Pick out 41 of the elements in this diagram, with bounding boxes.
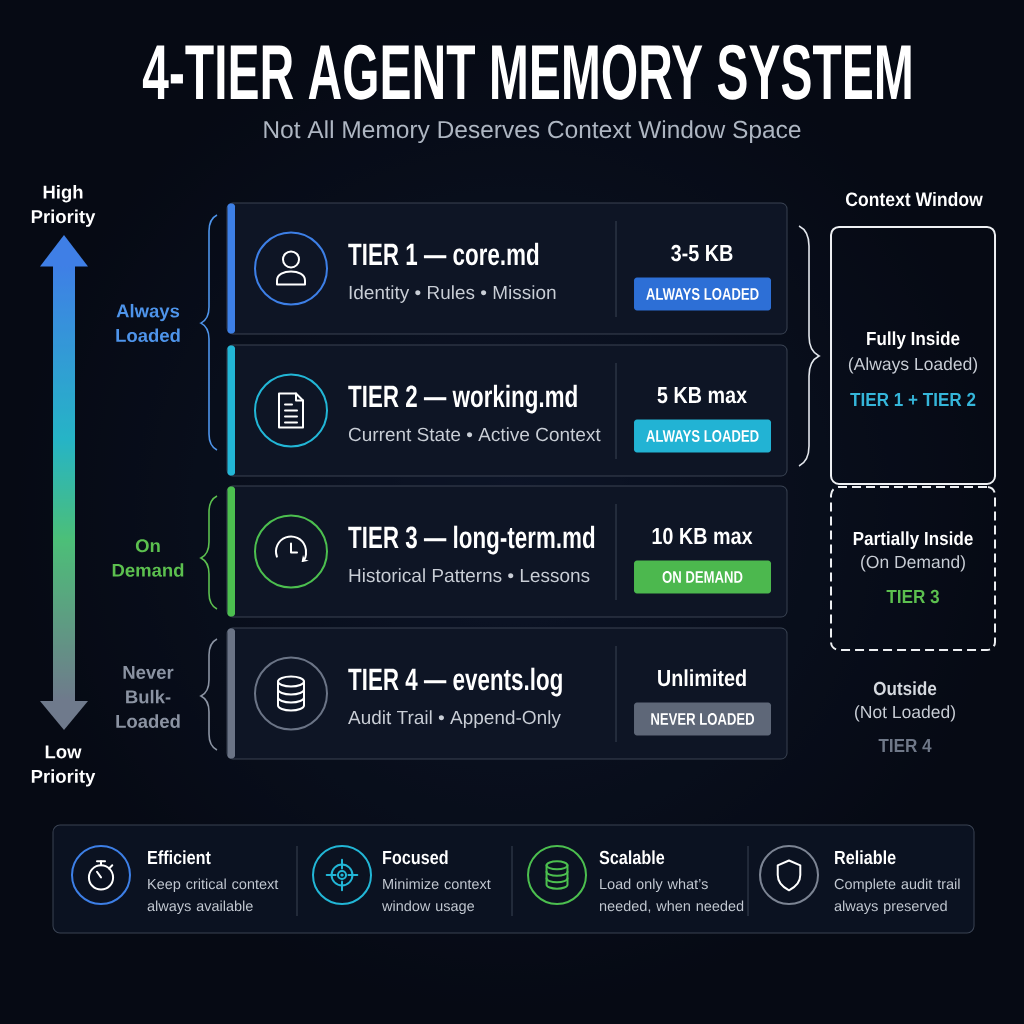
feature-description: Minimize context window usage — [382, 878, 491, 914]
group-label: Never Bulk-Loaded — [116, 666, 180, 728]
feature-title: Efficient — [148, 850, 211, 865]
size-label: Unlimited — [658, 669, 746, 687]
tier-title: TIER 4 — events.log — [348, 667, 562, 697]
box-title: Partially Inside — [853, 531, 973, 549]
tier-title: TIER 3 — long-term.md — [348, 525, 595, 555]
tier-tag: TIER 3 — [886, 589, 939, 604]
group-label: On Demand — [112, 539, 184, 577]
tier-tag: TIER 4 — [878, 739, 932, 752]
feature-description: Load only what’s needed, when needed — [599, 878, 744, 913]
scale-label: Low Priority — [31, 745, 96, 787]
status-badge: ALWAYS LOADED — [634, 419, 771, 453]
size-label: 10 KB max — [652, 527, 753, 545]
status-title: Outside — [873, 681, 937, 696]
size-label: 3-5 KB — [671, 244, 733, 262]
status-badge: ON DEMAND — [634, 560, 771, 594]
group-label: Always Loaded — [116, 303, 180, 343]
tier-description: Audit Trail • Append-Only — [348, 710, 561, 728]
box-title: Fully Inside — [867, 331, 960, 349]
title: 4-TIER AGENT MEMORY SYSTEM — [142, 44, 911, 100]
scale-label: High Priority — [31, 185, 96, 227]
tier-title: TIER 2 — working.md — [348, 384, 577, 414]
subtitle: Not All Memory Deserves Context Window Space — [264, 120, 801, 144]
size-label: 5 KB max — [657, 387, 747, 404]
feature-title: Scalable — [599, 850, 665, 865]
tier-description: Identity • Rules • Mission — [349, 285, 556, 303]
tier-tag: TIER 1 + TIER 2 — [850, 392, 976, 406]
tier-description: Historical Patterns • Lessons — [349, 568, 590, 583]
feature-description: Complete audit trail always preserved — [834, 878, 960, 914]
feature-description: Keep critical context always available — [147, 878, 279, 914]
tier-title: TIER 1 — core.md — [348, 242, 539, 266]
status-note: (Not Loaded) — [855, 705, 955, 722]
column-heading: Context Window — [846, 191, 983, 207]
status-badge: ALWAYS LOADED — [634, 277, 771, 311]
status-badge: NEVER LOADED — [634, 702, 771, 736]
box-subtitle: (On Demand) — [861, 555, 965, 572]
tier-description: Current State • Active Context — [348, 427, 601, 442]
feature-title: Reliable — [835, 850, 896, 865]
box-subtitle: (Always Loaded) — [848, 357, 978, 374]
feature-title: Focused — [383, 850, 448, 865]
